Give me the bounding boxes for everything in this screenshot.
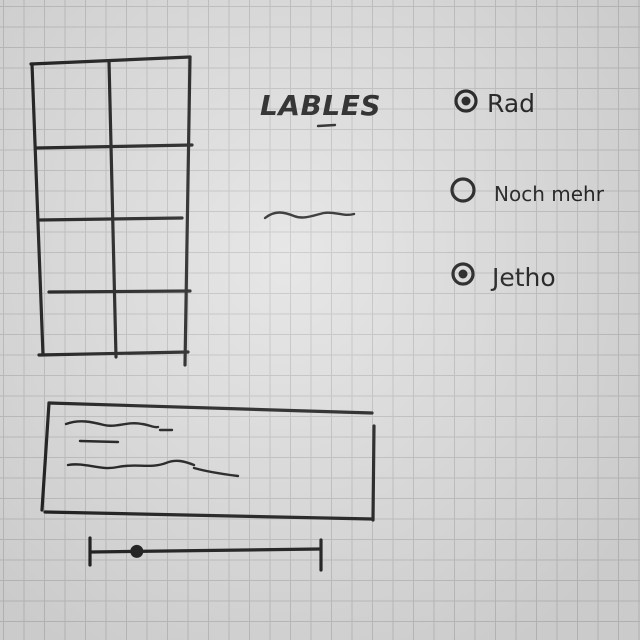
radio-label-jetho: Jetho: [490, 263, 556, 292]
labels-heading: LABLES: [260, 89, 381, 122]
label-placeholder-squiggle: [263, 211, 356, 220]
radio-label-noch-mehr: Noch mehr: [494, 182, 605, 206]
table-wireframe: [29, 55, 194, 367]
slider[interactable]: [88, 536, 323, 572]
radio-dot-rad: [461, 96, 471, 106]
radio-option-noch-mehr[interactable]: Noch mehr: [450, 177, 605, 206]
radio-option-rad[interactable]: Rad: [454, 89, 535, 118]
slider-thumb[interactable]: [130, 544, 144, 558]
textarea-left-border: [40, 401, 51, 512]
table-row-divider-2: [38, 216, 184, 222]
text-area-wireframe[interactable]: [40, 401, 376, 522]
textarea-top-border: [47, 401, 374, 415]
text-line-2: [78, 439, 120, 444]
labels-underline: [316, 123, 337, 128]
radio-button-noch-mehr[interactable]: [450, 177, 476, 203]
labels-section: LABLES: [260, 89, 381, 220]
radio-dot-jetho: [458, 269, 468, 279]
table-column-divider: [107, 59, 118, 359]
textarea-bottom-border: [43, 510, 374, 521]
text-line-1: [64, 420, 160, 429]
radio-button-jetho[interactable]: [451, 262, 475, 286]
radio-button-rad[interactable]: [454, 89, 478, 113]
table-row-divider-1: [34, 143, 194, 150]
table-row-divider-3: [47, 289, 192, 294]
table-left-border: [30, 62, 45, 357]
radio-group: Rad Noch mehr Jetho: [450, 89, 605, 292]
radio-option-jetho[interactable]: Jetho: [451, 262, 556, 292]
text-line-3: [66, 459, 196, 470]
slider-track: [89, 547, 322, 554]
table-right-border: [183, 55, 192, 367]
text-line-3b: [192, 466, 240, 478]
textarea-right-border: [371, 424, 376, 522]
radio-label-rad: Rad: [487, 89, 535, 118]
table-bottom-border: [37, 350, 190, 357]
